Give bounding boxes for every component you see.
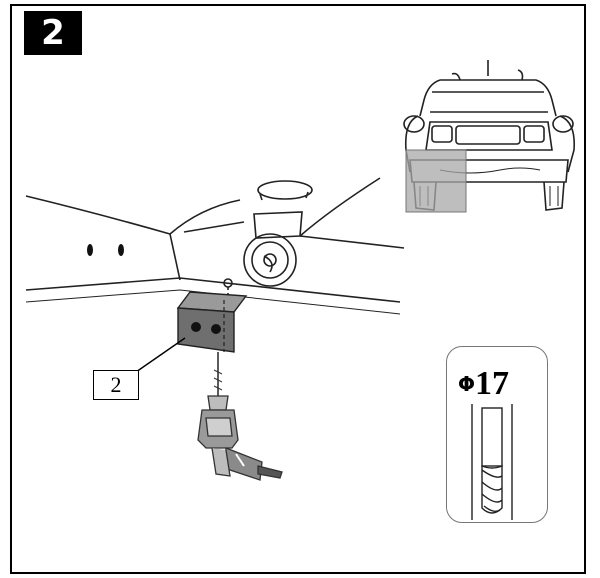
bumper-underside-illustration bbox=[25, 177, 405, 315]
bumper-hole-left bbox=[87, 244, 93, 256]
callout-leader-line bbox=[135, 337, 186, 373]
mounting-area-highlight bbox=[405, 149, 467, 213]
bumper-hole-right bbox=[118, 244, 124, 256]
drill-bit-size-label: Φ17 bbox=[458, 364, 509, 404]
step-number-badge: 2 bbox=[24, 11, 82, 55]
power-drill-icon bbox=[197, 352, 283, 481]
part-number-callout: 2 bbox=[93, 370, 139, 400]
diameter-symbol: Φ bbox=[458, 372, 476, 396]
mounting-bracket-illustration bbox=[176, 291, 248, 353]
drill-bit-size: 17 bbox=[475, 365, 510, 402]
